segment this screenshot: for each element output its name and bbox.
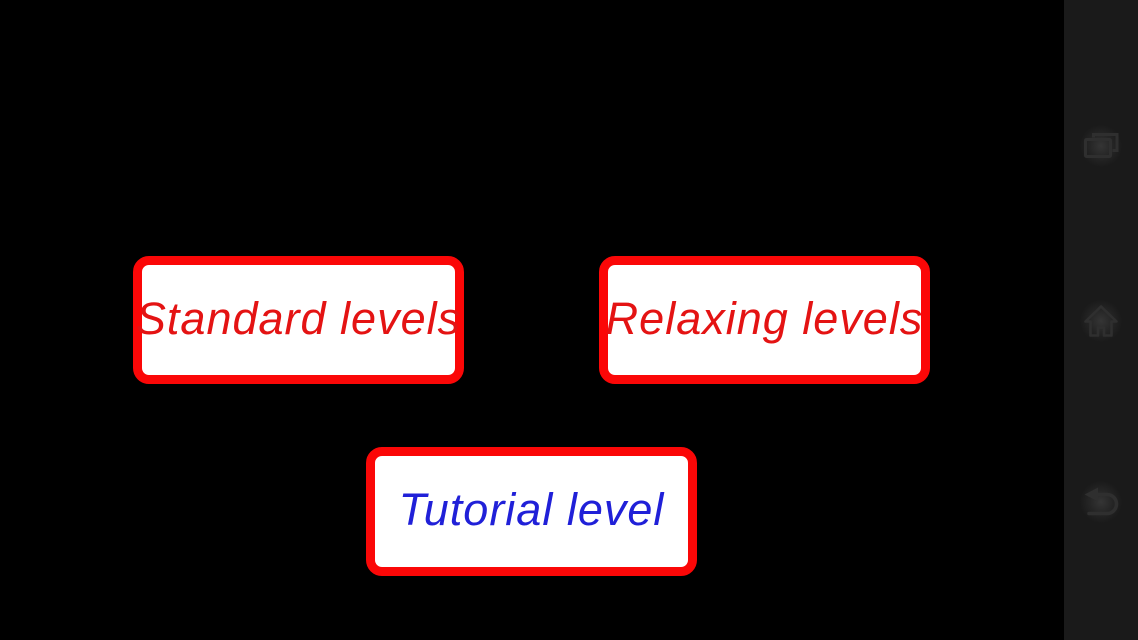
standard-levels-label: Standard levels [135, 292, 462, 344]
recent-apps-button[interactable] [1064, 104, 1138, 188]
back-icon [1080, 485, 1122, 519]
recent-apps-icon [1082, 131, 1120, 161]
back-button[interactable] [1064, 460, 1138, 544]
home-button[interactable] [1064, 279, 1138, 363]
android-navbar [1064, 0, 1138, 640]
tutorial-level-button[interactable]: Tutorial level [366, 447, 697, 576]
home-icon [1081, 302, 1121, 340]
relaxing-levels-label: Relaxing levels [605, 292, 924, 344]
standard-levels-button[interactable]: Standard levels [133, 256, 464, 384]
menu-content-area: Standard levels Relaxing levels Tutorial… [133, 256, 930, 576]
tutorial-level-label: Tutorial level [398, 484, 665, 535]
relaxing-levels-button[interactable]: Relaxing levels [599, 256, 930, 384]
